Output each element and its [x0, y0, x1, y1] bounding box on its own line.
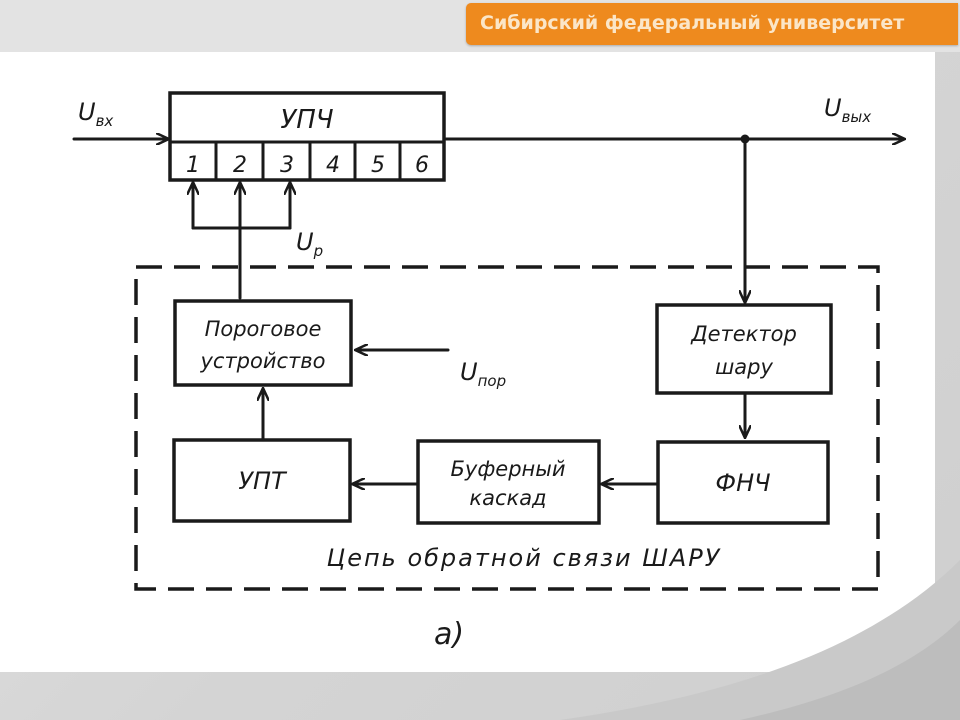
stage-1: 1	[186, 153, 200, 178]
stage-5: 5	[371, 153, 385, 178]
control-voltage-label: Uр	[296, 228, 323, 260]
university-name: Сибирский федеральный университет	[480, 12, 905, 34]
buffer-line-2: каскад	[469, 486, 546, 510]
figure-label: а)	[434, 617, 464, 652]
buffer-stage-block: Буферный каскад	[416, 439, 601, 525]
dc-amplifier-block: УПТ	[172, 438, 352, 523]
detector-line-1: Детектор	[690, 322, 797, 346]
if-amplifier-block: УПЧ 1 2 3 4 5 6	[168, 91, 446, 182]
threshold-device-line-1: Пороговое	[205, 317, 322, 341]
detector-block: Детектор шару	[655, 303, 833, 395]
stage-2: 2	[233, 153, 247, 178]
threshold-voltage-label: Uпор	[460, 358, 506, 390]
stage-6: 6	[415, 153, 429, 178]
threshold-device-block: Пороговое устройство	[173, 299, 353, 387]
threshold-device-line-2: устройство	[199, 349, 325, 373]
stage-4: 4	[326, 153, 340, 178]
output-voltage-label: Uвых	[824, 94, 871, 126]
lpf-block: ФНЧ	[656, 440, 830, 525]
block-diagram: Uвх Uвых УПЧ 1 2 3 4 5 6 Uр Пороговое ус…	[72, 91, 935, 652]
input-voltage-label: Uвх	[78, 98, 113, 130]
university-badge: Сибирский федеральный университет	[466, 3, 958, 45]
feedback-loop-caption: Цепь обратной связи ШАРУ	[327, 544, 722, 572]
control-bus	[193, 183, 290, 300]
lpf-label: ФНЧ	[715, 469, 770, 497]
stage-3: 3	[280, 153, 294, 178]
dc-amplifier-label: УПТ	[238, 467, 288, 495]
if-amplifier-title: УПЧ	[280, 105, 333, 135]
detector-line-2: шару	[715, 355, 773, 379]
buffer-line-1: Буферный	[451, 457, 566, 481]
